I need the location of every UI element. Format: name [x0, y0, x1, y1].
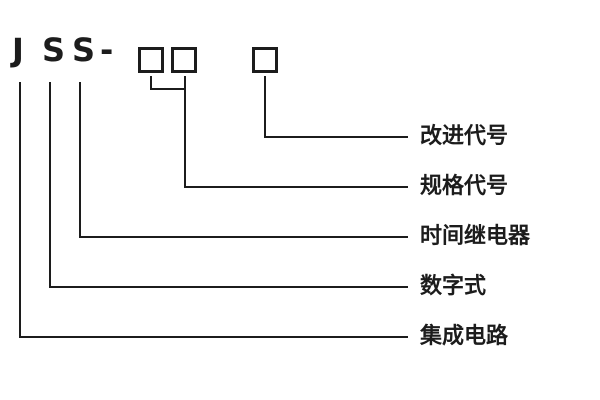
label-specification-code: 规格代号 [420, 174, 509, 199]
model-char-s2: S [72, 31, 96, 69]
label-integrated-circuit: 集成电路 [420, 324, 509, 349]
model-char-j: J [12, 31, 24, 69]
leader-vline-box2 [184, 76, 186, 188]
leader-hline-jicheng [19, 336, 408, 338]
leader-vline-box3 [264, 76, 266, 138]
leader-hline-shijianjidianqi [79, 236, 408, 238]
model-char-dash: - [100, 31, 114, 69]
label-improvement-code: 改进代号 [420, 124, 509, 149]
label-time-relay: 时间继电器 [420, 224, 531, 249]
leader-hline-gaijindaihao [264, 136, 408, 138]
leader-connector-boxes [150, 88, 186, 90]
leader-stub-box1 [150, 76, 152, 90]
leader-vline-j [19, 82, 21, 338]
spec-code-box-2 [171, 47, 197, 73]
label-digital-type: 数字式 [420, 274, 487, 299]
model-char-s1: S [42, 31, 66, 69]
leader-vline-s1 [49, 82, 51, 288]
improvement-code-box [252, 47, 278, 73]
spec-code-box-1 [138, 47, 164, 73]
leader-hline-shuzishi [49, 286, 408, 288]
leader-vline-s2 [79, 82, 81, 238]
leader-hline-guigedaihao [184, 186, 408, 188]
